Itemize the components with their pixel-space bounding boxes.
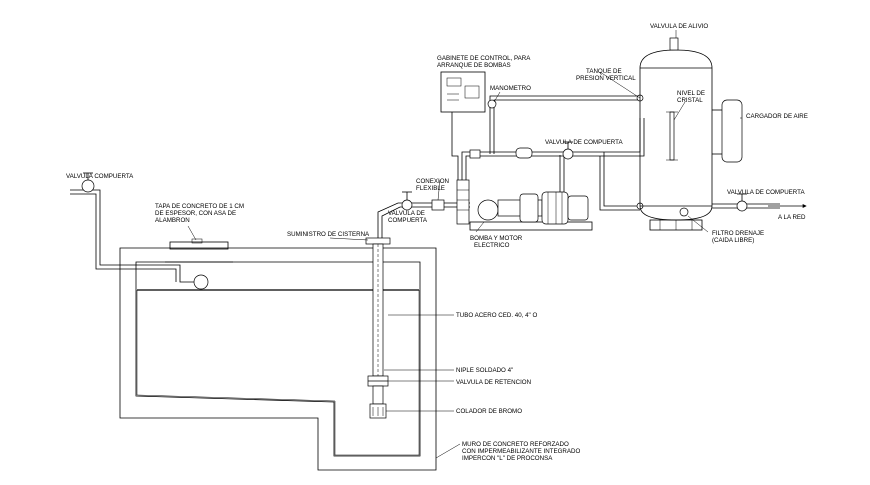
label-nivel-1: NIVEL DE [677,90,705,97]
drain-filter-icon [679,207,689,217]
label-valvula-compuerta-top: VALVULA DE COMPUERTA [545,139,623,146]
label-tanque-2: PRESION VERTICAL [576,75,636,82]
label-muro-1: MURO DE CONCRETO REFORZADO [462,441,569,448]
sight-glass-icon [669,111,675,161]
label-tapa-1: TAPA DE CONCRETO DE 1 CM [155,203,244,210]
pump-volute-icon [477,199,499,221]
label-cargador: CARGADOR DE AIRE [746,113,808,120]
cistern-outer-wall [119,247,437,471]
leader-lines [187,30,742,459]
label-colador: COLADOR DE BROMO [456,408,522,415]
label-muro-2: CON IMPERMEABILIZANTE INTEGRADO [462,448,580,455]
label-valvula-alivio: VALVULA DE ALIVIO [650,23,708,30]
air-charger-icon [721,99,743,163]
flexible-connection-icon [431,199,445,211]
suction-pipe [365,191,470,419]
lid-handle [191,238,203,244]
cistern [119,238,437,471]
label-tapa-2: DE ESPESOR, CON ASA DE [155,210,236,217]
right-gate-valve-icon [736,200,748,212]
control-cabinet-box [440,71,486,113]
label-a-la-red: A LA RED [778,214,806,221]
cistern-inner-chamber [135,261,421,457]
fill-line [70,172,209,290]
label-valvula-compuerta-mid-1: VALVULA DE [388,210,425,217]
pressure-gauge-icon [487,99,497,109]
pump-base [469,221,593,231]
label-niple: NIPLE SOLDADO 4" [456,367,513,374]
label-tapa-3: ALAMBRON [155,217,190,224]
float-ball-icon [193,274,209,290]
label-filtro-1: FILTRO DRENAJE [712,230,764,237]
manifold-icon [456,179,470,225]
label-tubo-acero: TUBO ACERO CED. 40, 4" O [456,312,537,319]
check-valve-upper-icon [515,147,533,159]
label-conexion-1: CONEXION [416,178,449,185]
mid-gate-valve-icon [401,199,413,211]
label-tanque-1: TANQUE DE [586,68,622,75]
label-suministro: SUMINISTRO DE CISTERNA [287,231,370,238]
motor-icon [519,193,539,223]
annotations: VALVULA COMPUERTA TAPA DE CONCRETO DE 1 … [66,23,808,462]
pump-motor [456,155,593,231]
label-manometro: MANOMETRO [490,85,531,92]
label-conexion-2: FLEXIBLE [416,185,445,192]
label-nivel-2: CRISTAL [677,97,703,104]
upper-gate-valve-icon [562,148,574,160]
label-gabinete-2: ARRANQUE DE BOMBAS [437,62,511,69]
label-bomba-1: BOMBA Y MOTOR [470,235,523,242]
control-cabinet [440,71,497,180]
label-muro-3: IMPERCON "L" DE PROCONSA [462,455,553,462]
discharge-header [461,94,645,211]
label-valvula-compuerta-mid-2: COMPUERTA [388,217,428,224]
tank-body [639,49,713,221]
label-gabinete-1: GABINETE DE CONTROL, PARA [437,55,531,62]
relief-valve-icon [669,37,679,51]
label-filtro-2: (CAIDA LIBRE) [712,237,754,244]
label-valvula-compuerta-right: VALVULA DE COMPUERTA [727,189,805,196]
label-valvula-retencion: VALVULA DE RETENCION [456,379,531,386]
left-gate-valve-icon [81,179,95,193]
label-bomba-2: ELECTRICO [474,242,510,249]
pressure-tank [639,37,807,231]
label-valvula-compuerta-left: VALVULA COMPUERTA [66,173,134,180]
concrete-lid [169,241,229,250]
